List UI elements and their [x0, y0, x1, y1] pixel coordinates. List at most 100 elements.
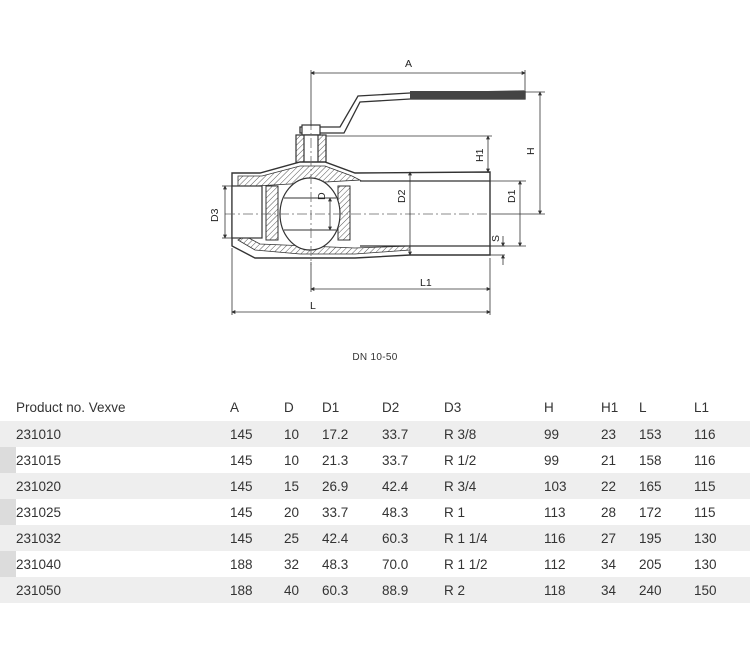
column-header: A — [230, 400, 240, 415]
table-cell: 48.3 — [382, 504, 409, 520]
table-cell: R 1/2 — [444, 452, 477, 468]
column-header: D2 — [382, 400, 400, 415]
row-marker — [0, 447, 16, 473]
dim-label-h: H — [525, 147, 537, 155]
dimension-lines — [222, 70, 545, 315]
table-cell: 116 — [544, 525, 601, 551]
table-cell: 113 — [544, 504, 566, 520]
column-header: Product no. Vexve — [16, 400, 126, 415]
dim-label-d3: D3 — [209, 208, 221, 222]
table-cell: 60.3 — [322, 577, 382, 603]
row-marker — [0, 551, 16, 577]
table-header-row: Product no. VexveADD1D2D3HH1LL1S — [0, 394, 750, 421]
table-cell: 231010 — [16, 421, 230, 447]
table-cell: 115 — [694, 504, 716, 520]
table-cell: 48.3 — [322, 556, 349, 572]
table-cell: 231015 — [16, 452, 62, 468]
valve-body — [225, 120, 495, 265]
table-cell: R 3/8 — [444, 421, 544, 447]
table-cell: 130 — [694, 525, 750, 551]
table-cell: 231020 — [16, 473, 230, 499]
column-header: D3 — [444, 400, 462, 415]
table-cell: 21.3 — [322, 452, 349, 468]
dim-label-d1: D1 — [506, 189, 518, 203]
table-cell: 10 — [284, 452, 300, 468]
table-cell: 112 — [544, 556, 566, 572]
size-range-caption: DN 10-50 — [352, 352, 398, 363]
table-cell: 70.0 — [382, 556, 409, 572]
dim-label-d2: D2 — [396, 189, 408, 203]
table-cell: 240 — [639, 577, 694, 603]
table-cell: 115 — [694, 473, 750, 499]
table-cell: 231050 — [16, 577, 230, 603]
table-cell: 172 — [639, 504, 662, 520]
dim-label-h1: H1 — [474, 148, 486, 162]
table-cell: 21 — [601, 452, 617, 468]
table-cell: 103 — [544, 473, 601, 499]
table-cell: 188 — [230, 556, 253, 572]
table-cell: 231040 — [16, 556, 62, 572]
table-cell: 34 — [601, 556, 617, 572]
table-cell: 150 — [694, 577, 750, 603]
table-cell: 188 — [230, 577, 284, 603]
row-marker — [0, 421, 16, 447]
table-cell: 118 — [544, 577, 601, 603]
table-cell: 27 — [601, 525, 639, 551]
table-cell: 23 — [601, 421, 639, 447]
table-cell: 195 — [639, 525, 694, 551]
table-cell: R 2 — [444, 577, 544, 603]
table-cell: 116 — [694, 421, 750, 447]
table-cell: 145 — [230, 452, 253, 468]
table-cell: 165 — [639, 473, 694, 499]
table-cell: 99 — [544, 421, 601, 447]
row-marker — [0, 394, 16, 421]
dimensions-table: Product no. VexveADD1D2D3HH1LL1S23101014… — [0, 394, 750, 603]
dim-label-d: D — [316, 192, 328, 200]
table-cell: 205 — [639, 556, 662, 572]
table-cell: 88.9 — [382, 577, 444, 603]
table-cell: 33.7 — [382, 421, 444, 447]
table-cell: 34 — [601, 577, 639, 603]
column-header: H — [544, 400, 554, 415]
table-cell: 33.7 — [322, 504, 349, 520]
table-cell: R 1 — [444, 504, 466, 520]
table-cell: 145 — [230, 525, 284, 551]
column-header: D — [284, 400, 294, 415]
table-cell: 26.9 — [322, 473, 382, 499]
table-cell: 99 — [544, 452, 560, 468]
dim-label-s: S — [490, 235, 502, 242]
table-cell: 15 — [284, 473, 322, 499]
dim-label-l1: L1 — [420, 277, 432, 289]
row-marker — [0, 499, 16, 525]
table-cell: 42.4 — [382, 473, 444, 499]
table-cell: 33.7 — [382, 452, 409, 468]
table-cell: R 3/4 — [444, 473, 544, 499]
table-cell: 130 — [694, 556, 717, 572]
column-header: L1 — [694, 400, 710, 415]
table-cell: 40 — [284, 577, 322, 603]
table-cell: 25 — [284, 525, 322, 551]
row-marker — [0, 473, 16, 499]
lever-handle — [299, 90, 526, 134]
column-header: D1 — [322, 400, 340, 415]
dim-label-l: L — [310, 300, 316, 312]
table-cell: 116 — [694, 452, 716, 468]
table-cell: 145 — [230, 473, 284, 499]
dim-label-a: A — [405, 58, 412, 70]
table-cell: 10 — [284, 421, 322, 447]
table-cell: 42.4 — [322, 525, 382, 551]
table-cell: R 1 1/4 — [444, 525, 544, 551]
table-cell: 145 — [230, 421, 284, 447]
table-cell: 153 — [639, 421, 694, 447]
table-cell: 231032 — [16, 525, 230, 551]
table-cell: 20 — [284, 504, 300, 520]
table-cell: 158 — [639, 452, 662, 468]
row-marker — [0, 525, 16, 551]
